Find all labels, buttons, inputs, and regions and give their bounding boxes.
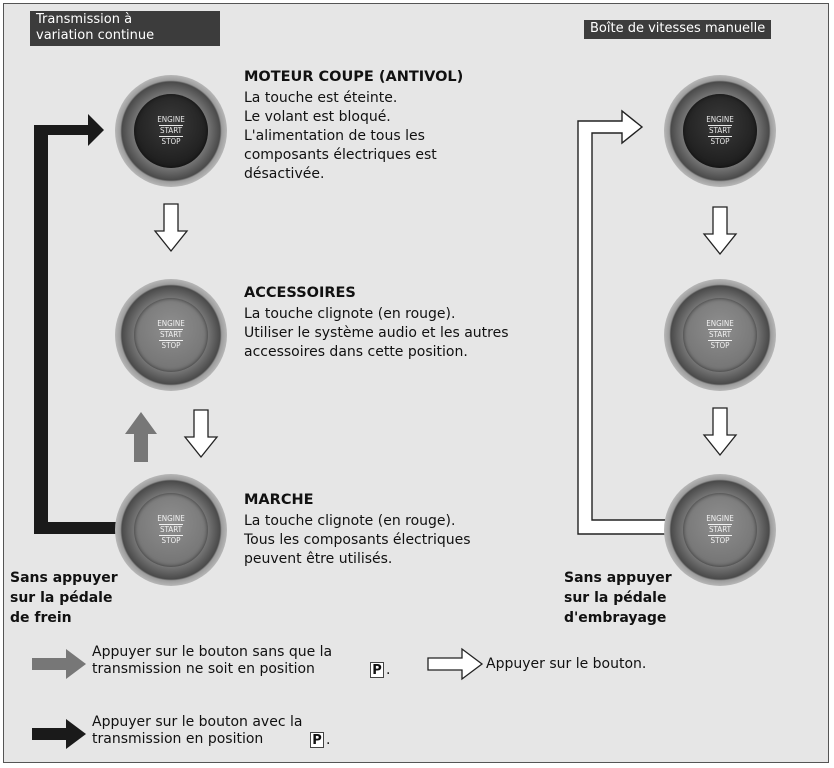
- legend-white-arrow: [427, 647, 484, 681]
- legend-black-p-box: P: [310, 732, 324, 748]
- header-manual: Boîte de vitesses manuelle: [584, 20, 772, 39]
- down-arrow-manual-1: [702, 206, 738, 256]
- header-cvt: Transmission à variation continue: [30, 11, 220, 46]
- state-off: MOTEUR COUPE (ANTIVOL) La touche est éte…: [244, 68, 463, 184]
- state-off-title: MOTEUR COUPE (ANTIVOL): [244, 69, 464, 85]
- legend-gray-p-box: P: [370, 662, 384, 678]
- up-arrow-gray: [125, 412, 157, 462]
- state-on-desc: La touche clignote (en rouge). Tous les …: [244, 513, 471, 567]
- state-on: MARCHE La touche clignote (en rouge). To…: [244, 491, 471, 569]
- state-accessory-desc: La touche clignote (en rouge). Utiliser …: [244, 306, 509, 360]
- side-label-clutch: Sans appuyer sur la pédale d'embrayage: [564, 570, 672, 626]
- legend-gray-text: Appuyer sur le bouton sans que la transm…: [92, 644, 333, 677]
- side-label-brake: Sans appuyer sur la pédale de frein: [10, 570, 118, 626]
- legend-black-suffix: .: [326, 732, 331, 748]
- legend-black-text: Appuyer sur le bouton avec la transmissi…: [92, 714, 303, 747]
- legend-black-arrow: [32, 719, 86, 749]
- state-on-title: MARCHE: [244, 492, 314, 508]
- state-accessory: ACCESSOIRES La touche clignote (en rouge…: [244, 284, 509, 362]
- legend-gray-suffix: .: [386, 662, 391, 678]
- white-loop-arrow: [577, 109, 673, 535]
- down-arrow-cvt-2: [183, 409, 219, 459]
- down-arrow-manual-2: [702, 407, 738, 457]
- legend-white-text: Appuyer sur le bouton.: [486, 656, 647, 672]
- flow-arrows: [32, 109, 738, 749]
- diagram-frame: Transmission à variation continue Boîte …: [3, 3, 829, 763]
- black-loop-arrow: [34, 114, 120, 534]
- state-accessory-title: ACCESSOIRES: [244, 285, 356, 301]
- legend-gray-arrow: [32, 649, 86, 679]
- down-arrow-cvt-1: [153, 203, 189, 253]
- state-off-desc: La touche est éteinte. Le volant est blo…: [244, 90, 437, 182]
